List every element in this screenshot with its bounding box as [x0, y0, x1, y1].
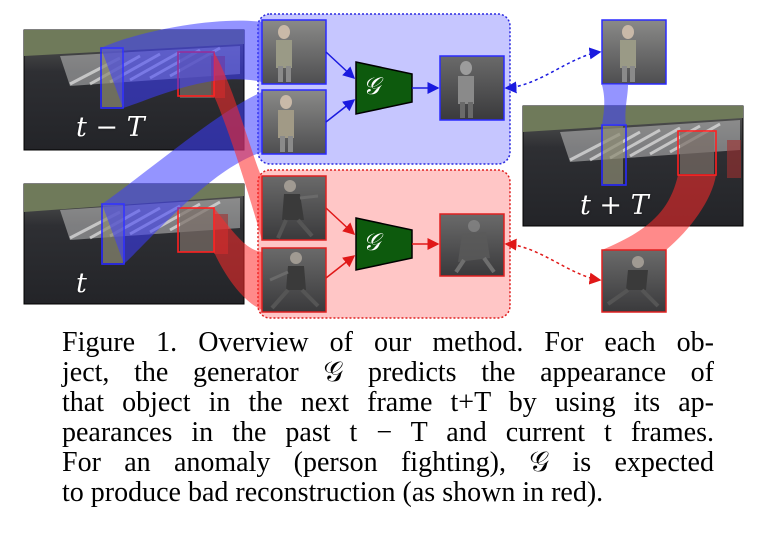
- anomaly-funnels: [214, 52, 716, 310]
- caption-line-5: For an anomaly (person fighting), 𝒢 is e…: [62, 447, 714, 478]
- caption-line-2: ject, the generator 𝒢 predicts the appea…: [62, 357, 714, 388]
- crop-normal-past: [261, 19, 327, 85]
- caption-line-4: pearances in the past t − T and current …: [62, 417, 714, 448]
- generator-normal-label: 𝒢: [363, 72, 381, 100]
- label-next-frame: t + T: [580, 190, 649, 221]
- generator-normal: [355, 61, 413, 115]
- crop-normal-groundtruth: [601, 19, 667, 85]
- arrow-anomaly-current: [325, 255, 356, 279]
- arrow-normal-compare: [504, 47, 602, 94]
- arrow-normal-past: [325, 51, 356, 80]
- caption-line-1: Figure 1. Overview of our method. For ea…: [62, 327, 714, 358]
- normal-funnels: [101, 20, 628, 264]
- figure-diagram: [23, 13, 744, 319]
- caption-line-3: that object in the next frame t+T by usi…: [62, 387, 714, 418]
- crop-anomaly-current: [261, 247, 327, 313]
- label-current-frame: t: [76, 268, 87, 299]
- label-past-frame: t − T: [76, 112, 145, 143]
- arrow-anomaly-past: [325, 207, 356, 236]
- crop-anomaly-generated: [439, 213, 505, 277]
- generator-anomaly-label: 𝒢: [363, 228, 381, 256]
- caption-line-6: to produce bad reconstruction (as shown …: [62, 477, 604, 508]
- crop-anomaly-past: [261, 175, 327, 241]
- crop-normal-current: [261, 89, 327, 155]
- crop-anomaly-groundtruth: [601, 249, 667, 313]
- figure-caption: Figure 1. Overview of our method. For ea…: [62, 328, 714, 508]
- arrow-anomaly-compare: [504, 238, 602, 285]
- generator-anomaly: [355, 217, 413, 271]
- crop-normal-generated: [439, 55, 505, 121]
- arrow-normal-current: [325, 99, 356, 123]
